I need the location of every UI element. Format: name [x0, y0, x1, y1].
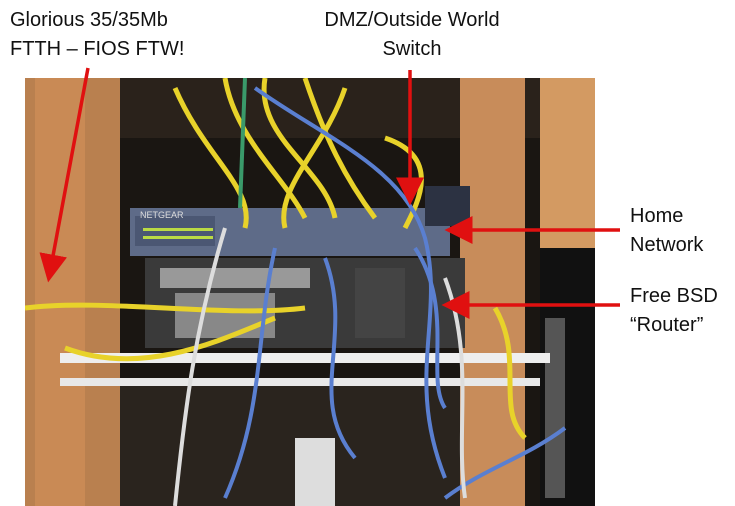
home-label-line1: Home — [630, 205, 684, 227]
switch-brand: NETGEAR — [140, 210, 184, 220]
dmz-label: DMZ/Outside World Switch — [312, 6, 512, 64]
fios-arrow — [39, 67, 90, 283]
fios-label: Glorious 35/35Mb FTTH – FIOS FTW! — [10, 6, 184, 64]
router-label-line2: “Router” — [630, 314, 704, 336]
router-label: Free BSD “Router” — [630, 282, 718, 340]
network-closet-photo: NETGEAR — [25, 78, 595, 506]
blue-cables — [223, 86, 567, 500]
fios-label-line1: Glorious 35/35Mb — [10, 9, 168, 31]
yellow-cables — [25, 78, 527, 440]
router-label-line1: Free BSD — [630, 285, 718, 307]
dmz-label-line1: DMZ/Outside World — [324, 9, 500, 31]
home-network-label: Home Network — [630, 202, 703, 260]
fios-label-line2: FTTH – FIOS FTW! — [10, 38, 185, 60]
home-label-line2: Network — [630, 234, 704, 256]
right-wood-post — [460, 78, 525, 506]
dmz-label-line2: Switch — [382, 38, 442, 60]
wire-shelf — [60, 353, 550, 363]
